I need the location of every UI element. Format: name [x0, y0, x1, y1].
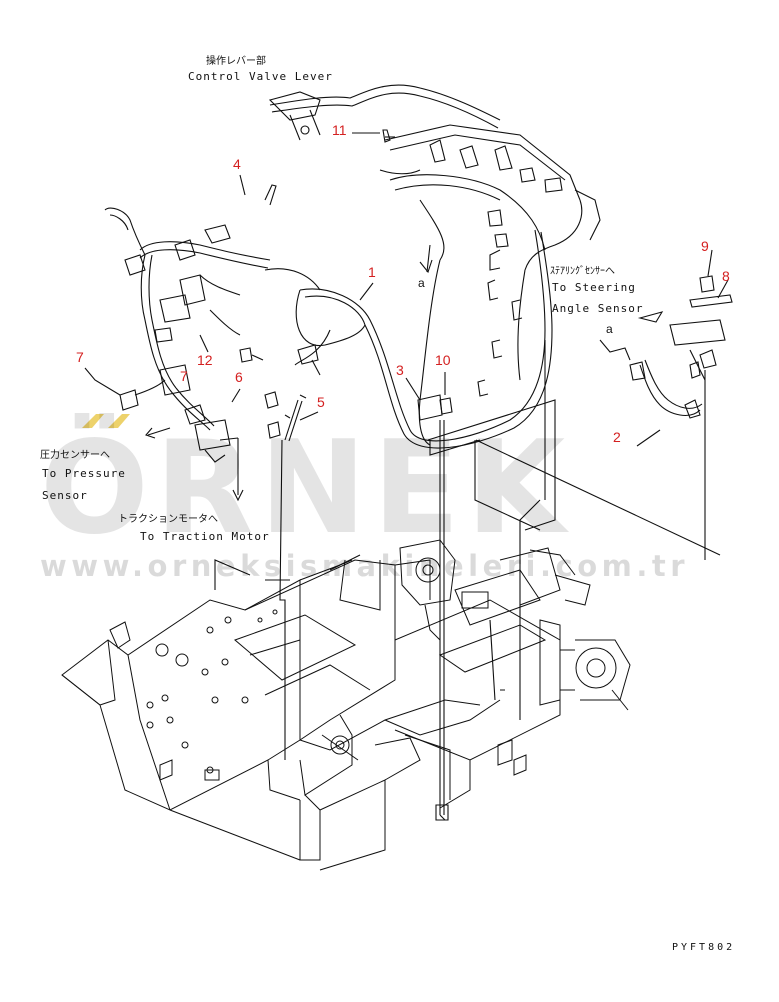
main-frame — [61, 559, 561, 871]
label-steering-en-1: To Steering — [552, 281, 636, 294]
drawing-code: PYFT802 — [672, 942, 736, 953]
connection-mark-a-right: a — [606, 322, 613, 336]
label-control-valve-en: Control Valve Lever — [188, 70, 333, 83]
callout-2: 2 — [613, 429, 621, 445]
callout-9: 9 — [701, 238, 709, 254]
callout-8: 8 — [722, 268, 730, 284]
callout-4: 4 — [233, 156, 241, 172]
label-traction-en: To Traction Motor — [140, 530, 270, 543]
label-control-valve-jp: 操作レバー部 — [206, 56, 266, 67]
callout-3: 3 — [396, 362, 404, 378]
label-steering-en-2: Angle Sensor — [552, 302, 644, 315]
callout-10: 10 — [435, 352, 451, 368]
label-pressure-en-1: To Pressure — [42, 467, 126, 480]
watermark-url: www.orneksismakineleri.com.tr — [40, 549, 690, 583]
callout-1: 1 — [368, 264, 376, 280]
label-traction-jp: トラクションモータへ — [118, 514, 218, 525]
label-steering-jp: ｽﾃｱﾘﾝｸﾞｾﾝｻｰへ — [550, 266, 615, 277]
callout-7-left: 7 — [76, 349, 84, 365]
wire-harness-main — [84, 84, 733, 821]
hydraulic-pump-assembly — [399, 539, 631, 711]
callout-6: 6 — [235, 369, 243, 385]
callout-5: 5 — [317, 394, 325, 410]
callout-7-center: 7 — [180, 368, 188, 384]
callout-12: 12 — [197, 352, 213, 368]
label-pressure-en-2: Sensor — [42, 489, 88, 502]
watermark-logo: ÖRNEK — [40, 414, 572, 563]
watermark-accent — [82, 414, 130, 428]
callout-11: 11 — [332, 122, 347, 138]
label-pressure-jp: 圧力センサーへ — [40, 450, 110, 461]
connection-mark-a-left: a — [418, 276, 425, 290]
